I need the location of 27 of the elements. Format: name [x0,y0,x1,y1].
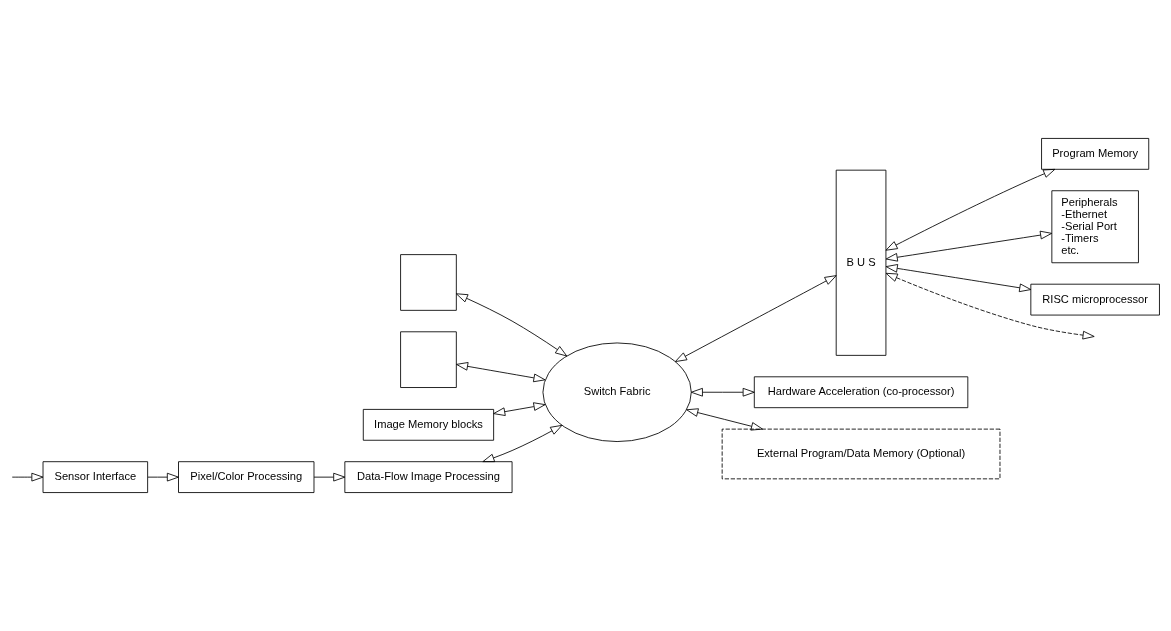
arrow [690,387,755,397]
arrow [885,264,1032,293]
node-box: B U S [835,169,887,356]
node-box: Hardware Acceleration (co-processor) [753,376,969,409]
arrow [11,472,44,482]
arrow [674,275,837,362]
arrow [147,472,179,482]
arrow [482,424,563,463]
arrow [686,408,763,431]
arrow [885,272,1095,340]
arrow [885,230,1053,262]
arrow [455,293,568,357]
node-box: Sensor Interface [42,461,149,493]
node-box: Data-Flow Image Processing [344,461,513,493]
arrow [456,362,546,383]
node-box [400,331,457,388]
node-box: External Program/Data Memory (Optional) [721,428,1001,480]
node-ellipse: Switch Fabric [542,342,692,442]
arrow [885,168,1056,251]
arrow [313,472,346,482]
node-box: Program Memory [1041,138,1150,170]
node-box: Image Memory blocks [362,408,495,441]
node-box: RISC microprocessor [1030,283,1160,316]
node-box [400,254,457,311]
node-box: Peripherals -Ethernet -Serial Port -Timers etc. [1051,190,1139,264]
arrow [493,402,546,416]
node-box: Pixel/Color Processing [178,461,315,493]
